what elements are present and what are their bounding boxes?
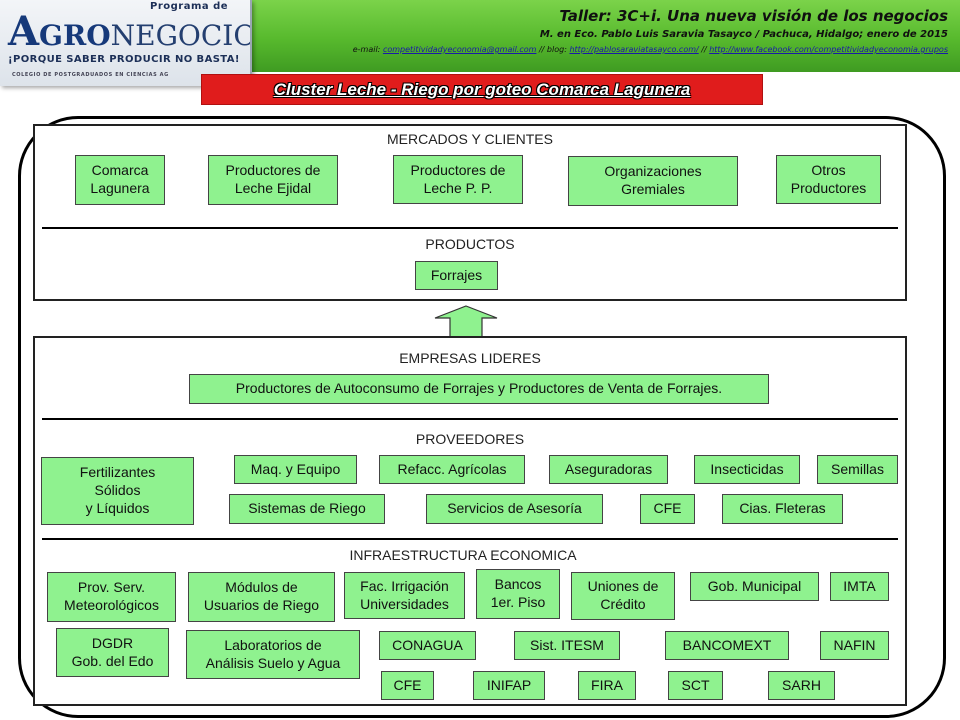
infra-cfe: CFE xyxy=(381,671,434,700)
logo-program-label: Programa de xyxy=(150,1,229,12)
supplier-cias-fleteras: Cias. Fleteras xyxy=(722,494,843,524)
products-title: PRODUCTOS xyxy=(425,236,515,252)
infra-sist-itesm: Sist. ITESM xyxy=(514,631,620,660)
logo-slogan: ¡PORQUE SABER PRODUCIR NO BASTA! xyxy=(8,54,240,65)
supplier-cfe: CFE xyxy=(640,494,695,524)
infra-uniones-credito: Uniones de Crédito xyxy=(571,572,675,620)
supplier-fertilizantes: Fertilizantes Sólidos y Líquidos xyxy=(41,457,194,525)
market-productores-leche-ejidal: Productores de Leche Ejidal xyxy=(208,155,338,205)
logo-brand-gro: GRO xyxy=(39,19,111,52)
workshop-title: Taller: 3C+i. Una nueva visión de los ne… xyxy=(559,7,948,25)
link-separator: // xyxy=(701,45,707,54)
infra-dgdr-gob-edo: DGDR Gob. del Edo xyxy=(56,628,169,677)
infra-bancos-primer-piso: Bancos 1er. Piso xyxy=(476,569,560,619)
infra-gob-municipal: Gob. Municipal xyxy=(690,572,819,601)
infra-imta: IMTA xyxy=(830,572,889,601)
market-products-divider xyxy=(42,227,898,229)
blog-link[interactable]: http://pablosaraviatasayco.com/ xyxy=(569,45,699,54)
infra-nafin: NAFIN xyxy=(820,631,889,660)
suppliers-title: PROVEEDORES xyxy=(415,431,525,447)
logo-college: COLEGIO DE POSTGRADUADOS EN CIENCIAS AG xyxy=(12,72,169,78)
leader-productores-forrajes: Productores de Autoconsumo de Forrajes y… xyxy=(189,374,769,404)
market-otros-productores: Otros Productores xyxy=(776,155,881,204)
infra-prov-serv-meteorologicos: Prov. Serv. Meteorológicos xyxy=(47,572,176,622)
email-prefix: e-mail: xyxy=(352,45,381,54)
infra-inifap: INIFAP xyxy=(473,671,545,700)
infra-fac-irrigacion-universidades: Fac. Irrigación Universidades xyxy=(344,572,465,619)
cluster-title: Cluster Leche - Riego por goteo Comarca … xyxy=(273,79,691,99)
infra-fira: FIRA xyxy=(578,671,636,700)
contact-links: e-mail: competitividadyeconomia@gmail.co… xyxy=(353,45,948,54)
supplier-semillas: Semillas xyxy=(817,455,898,484)
up-arrow-icon xyxy=(433,305,499,338)
agronegocios-logo: Programa de AGRONEGOCIOS ¡PORQUE SABER P… xyxy=(0,0,252,86)
infra-modulos-usuarios-riego: Módulos de Usuarios de Riego xyxy=(188,572,335,622)
supplier-maq-equipo: Maq. y Equipo xyxy=(234,455,357,484)
supplier-sistemas-riego: Sistemas de Riego xyxy=(229,494,385,524)
logo-brand: AGRONEGOCIOS xyxy=(8,8,250,55)
infra-sct: SCT xyxy=(668,671,723,700)
blog-prefix: // blog: xyxy=(538,45,567,54)
author-line: M. en Eco. Pablo Luis Saravia Tasayco / … xyxy=(539,29,948,40)
supplier-insecticidas: Insecticidas xyxy=(694,455,800,484)
leaders-title: EMPRESAS LIDERES xyxy=(399,350,541,366)
markets-title: MERCADOS Y CLIENTES xyxy=(387,131,553,147)
infrastructure-title: INFRAESTRUCTURA ECONOMICA xyxy=(349,547,577,563)
cluster-title-banner: Cluster Leche - Riego por goteo Comarca … xyxy=(201,74,763,105)
logo-brand-a: A xyxy=(8,8,40,55)
market-productores-leche-pp: Productores de Leche P. P. xyxy=(393,155,523,204)
infra-laboratorios-analisis: Laboratorios de Análisis Suelo y Agua xyxy=(186,630,360,679)
facebook-link[interactable]: http://www.facebook.com/competitividadye… xyxy=(709,45,948,54)
market-organizaciones-gremiales: Organizaciones Gremiales xyxy=(568,156,738,206)
cluster-outline xyxy=(18,116,946,718)
infra-bancomext: BANCOMEXT xyxy=(665,631,789,660)
email-link[interactable]: competitividadyeconomia@gmail.com xyxy=(382,45,537,54)
supplier-refacc-agricolas: Refacc. Agrícolas xyxy=(379,455,525,484)
supplier-aseguradoras: Aseguradoras xyxy=(549,455,668,484)
market-comarca-lagunera: Comarca Lagunera xyxy=(75,155,165,205)
product-forrajes: Forrajes xyxy=(415,261,498,290)
logo-brand-negocios: NEGOCIOS xyxy=(110,19,250,52)
infra-sarh: SARH xyxy=(768,671,835,700)
leaders-suppliers-divider xyxy=(42,418,898,420)
suppliers-infrastructure-divider xyxy=(42,538,898,540)
infra-conagua: CONAGUA xyxy=(379,631,476,660)
supplier-servicios-asesoria: Servicios de Asesoría xyxy=(426,494,603,524)
